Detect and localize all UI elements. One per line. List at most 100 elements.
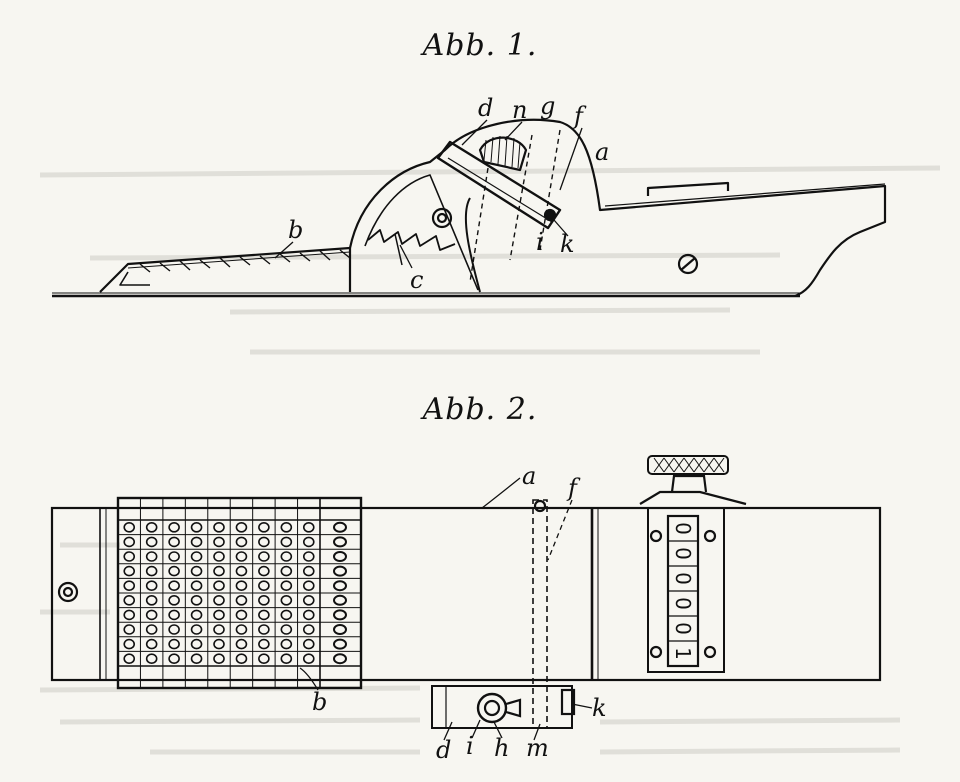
- grid-cell-mark: [213, 521, 225, 533]
- grid-cell-mark: [123, 521, 136, 533]
- label-c: c: [410, 266, 423, 294]
- grid-cell-mark: [190, 580, 203, 592]
- pivot-hole: [431, 207, 453, 229]
- grid-cell-mark: [123, 594, 136, 606]
- grid-cell-mark: [258, 624, 270, 635]
- grid-cell-mark: [213, 536, 225, 548]
- grid-cell-mark: [302, 624, 315, 635]
- grid-cell-mark: [168, 565, 180, 577]
- label-h-2: h: [494, 734, 509, 762]
- figure-2-leader-lines: [299, 477, 593, 741]
- grid-cell-mark: [280, 580, 293, 592]
- grid-cell-mark: [302, 580, 315, 592]
- label-g: g: [540, 92, 555, 120]
- label-b: b: [288, 216, 303, 244]
- grid-cell-mark: [123, 580, 136, 592]
- grid-cell-mark: [302, 551, 315, 562]
- figure-1-leader-lines: [274, 119, 583, 269]
- grid-cell-mark: [145, 580, 158, 592]
- grid-cell-mark: [235, 653, 248, 665]
- grid-zero-mark: [333, 580, 347, 592]
- grid-cell-mark: [213, 594, 225, 606]
- grid-zero-mark: [333, 609, 347, 621]
- grid-cell-mark: [145, 536, 158, 548]
- rail-body: [50, 506, 882, 682]
- grid-cell-mark: [190, 565, 203, 577]
- grid-cell-mark: [258, 551, 270, 562]
- grid-cell-mark: [302, 609, 315, 621]
- figure-1-side-view: [52, 118, 887, 298]
- grid-cell-mark: [168, 638, 180, 650]
- grid-cell-mark: [213, 565, 225, 577]
- label-k-2: k: [592, 694, 607, 722]
- bleed-through-text: [39, 165, 941, 755]
- grid-cell-mark: [145, 551, 158, 562]
- label-f-2: f: [566, 474, 581, 502]
- grid-cell-mark: [235, 638, 248, 650]
- grid-cell-mark: [168, 521, 180, 533]
- figure-2-title: Abb. 2.: [422, 392, 538, 427]
- grid-cell-mark: [258, 536, 270, 548]
- grid-cell-mark: [258, 609, 270, 621]
- grid-cell-mark: [280, 653, 293, 665]
- grid-cell-mark: [123, 638, 136, 650]
- grid-zero-mark: [333, 565, 347, 577]
- ratchet-teeth: [367, 229, 456, 251]
- figure-2-labels: a f b k d i h m: [312, 462, 607, 764]
- grid-cell-mark: [258, 638, 270, 650]
- grid-cell-mark: [280, 638, 293, 650]
- grid-cell-mark: [190, 536, 203, 548]
- top-plate: [646, 181, 730, 196]
- grid-cell-mark: [258, 580, 270, 592]
- label-i: i: [536, 228, 544, 256]
- grid-cell-mark: [302, 536, 315, 548]
- grid-cell-mark: [168, 580, 180, 592]
- grid-cell-mark: [145, 638, 158, 650]
- grid-cell-mark: [145, 594, 158, 606]
- bottom-clamp: [431, 685, 573, 729]
- grid-cell-mark: [258, 653, 270, 665]
- label-a: a: [595, 138, 609, 166]
- grid-zero-mark: [333, 594, 347, 606]
- counter-digit: 0: [671, 547, 695, 560]
- grid-cell-mark: [213, 624, 225, 635]
- grid-cell-mark: [123, 536, 136, 548]
- grid-cell-mark: [168, 551, 180, 562]
- end-screw: [57, 581, 79, 603]
- label-d-2: d: [436, 736, 451, 764]
- grid-cell-mark: [235, 536, 248, 548]
- grid-cell-mark: [213, 638, 225, 650]
- grid-cell-mark: [123, 624, 136, 635]
- knurl-pattern: [653, 457, 725, 473]
- label-i-2: i: [466, 732, 474, 760]
- grid-cell-mark: [145, 653, 158, 665]
- label-d: d: [478, 94, 493, 122]
- grid-cell-mark: [123, 551, 136, 562]
- figure-1-labels: d n g f a b c i k: [288, 92, 609, 294]
- counter-digit: 0: [671, 572, 695, 585]
- grid-cell-mark: [190, 551, 203, 562]
- grid-cell-mark: [302, 653, 315, 665]
- grid-zero-mark: [333, 653, 347, 665]
- grid-cell-mark: [280, 609, 293, 621]
- ramp-hatching: [139, 249, 351, 273]
- counter-window: [647, 507, 725, 673]
- grid-cell-mark: [145, 609, 158, 621]
- label-a-2: a: [522, 462, 536, 490]
- grid-cell-mark: [145, 521, 158, 533]
- grid-cell-mark: [302, 638, 315, 650]
- clamp-screw: [476, 692, 508, 724]
- counter-digit: 0: [671, 522, 695, 535]
- grid-cell-mark: [123, 609, 136, 621]
- grid-cell-mark: [123, 565, 136, 577]
- grid-cell-mark: [190, 653, 203, 665]
- grid-cell-mark: [190, 624, 203, 635]
- grid-cell-mark: [190, 521, 203, 533]
- grid-cell-mark: [302, 565, 315, 577]
- grid-zero-mark: [333, 551, 347, 562]
- grid-cell-mark: [190, 638, 203, 650]
- grid-cell-mark: [280, 594, 293, 606]
- grid-cell-mark: [235, 521, 248, 533]
